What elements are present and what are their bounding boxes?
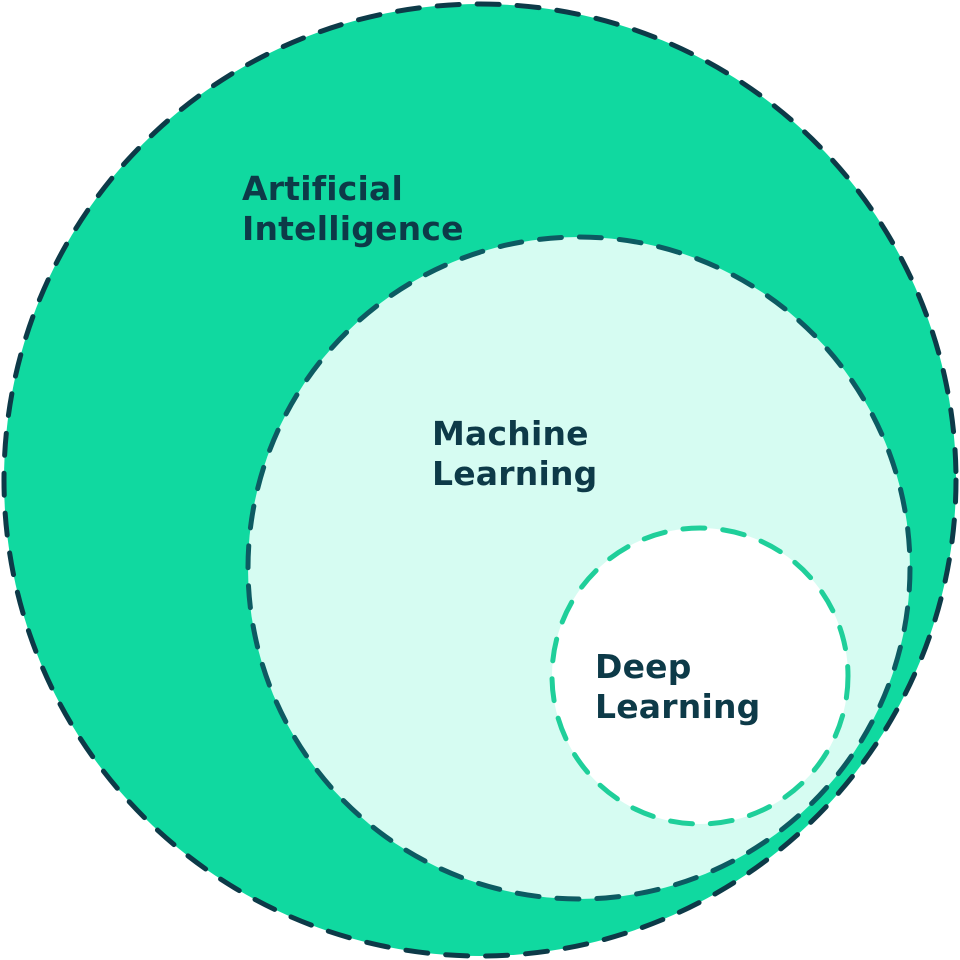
artificial-intelligence-label-line1: Artificial [242, 169, 403, 208]
machine-learning-circle [245, 234, 913, 902]
deep-learning-group: Deep Learning [549, 525, 851, 827]
machine-learning-group: Machine Learning [245, 234, 913, 902]
artificial-intelligence-label-line2: Intelligence [242, 209, 464, 248]
deep-learning-label: Deep Learning [595, 647, 760, 726]
deep-learning-circle [549, 525, 851, 827]
machine-learning-label: Machine Learning [432, 414, 600, 493]
machine-learning-label-line2: Learning [432, 454, 597, 493]
artificial-intelligence-label: Artificial Intelligence [242, 169, 464, 248]
deep-learning-label-line1: Deep [595, 647, 692, 686]
machine-learning-label-line1: Machine [432, 414, 589, 453]
deep-learning-label-line2: Learning [595, 687, 760, 726]
